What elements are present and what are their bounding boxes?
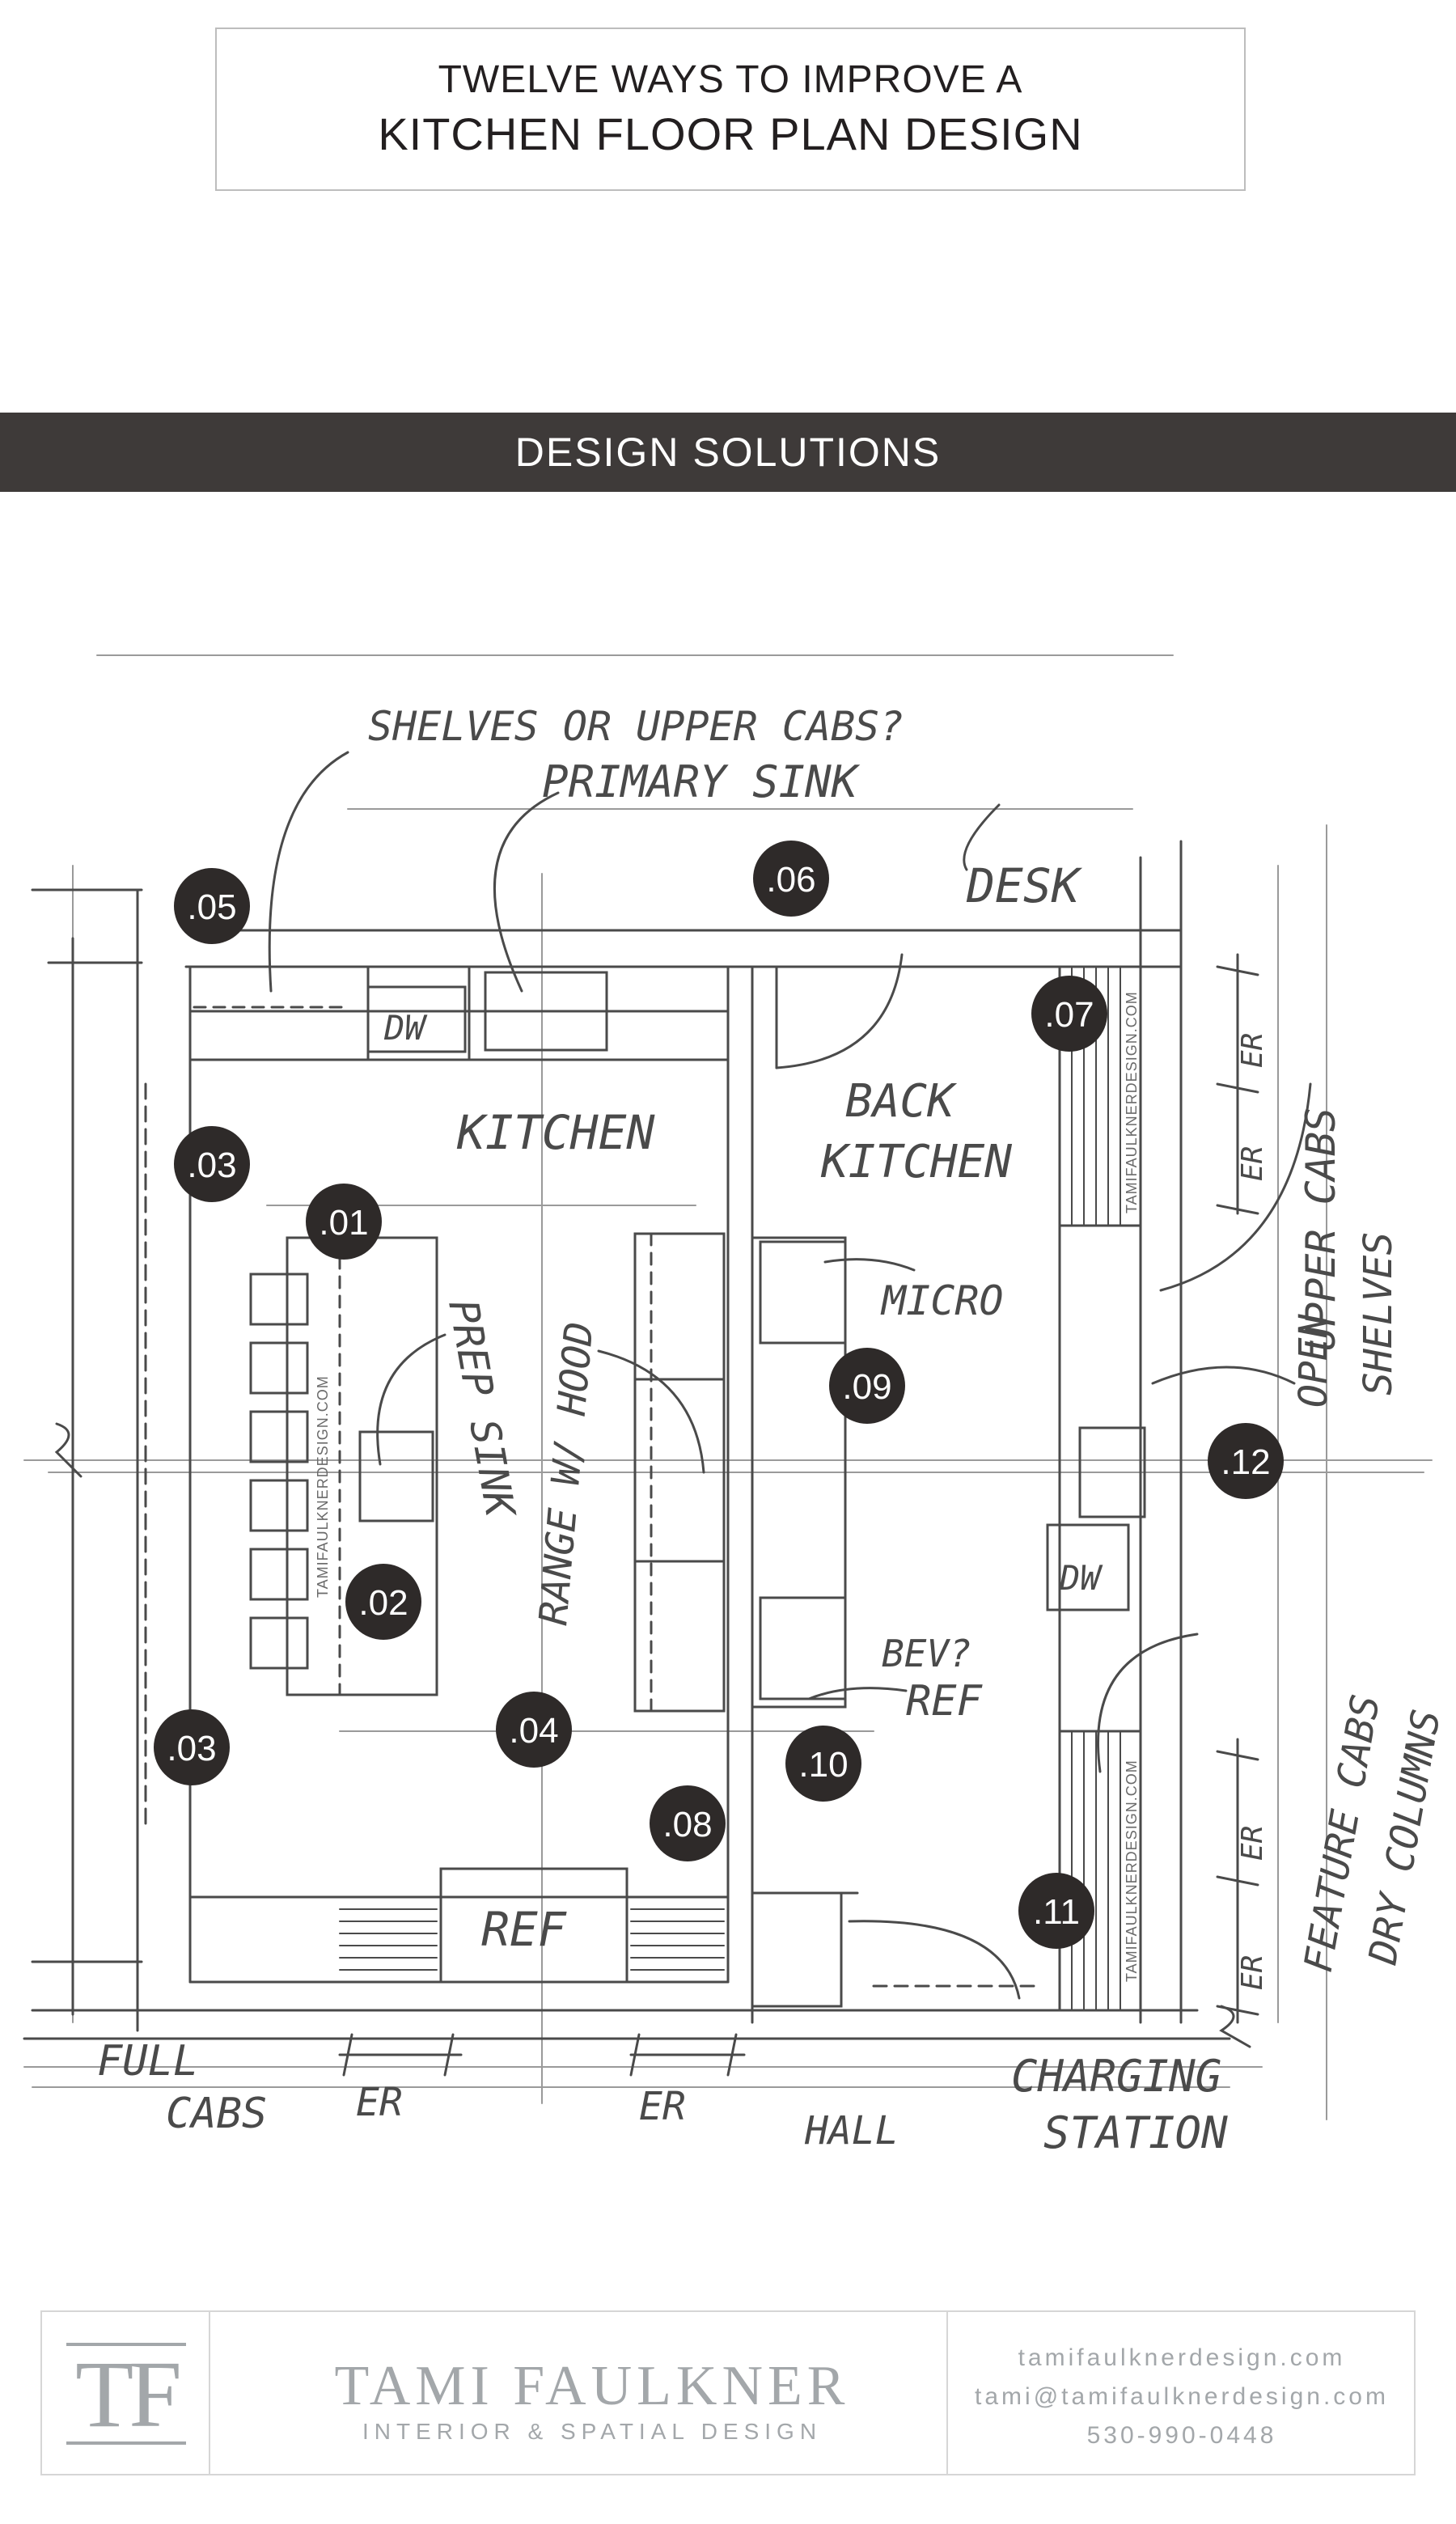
watermark-right-top: TAMIFAULKNERDESIGN.COM bbox=[1124, 991, 1140, 1213]
badge-06: .06 bbox=[753, 841, 829, 917]
label-full-cabs-1: FULL bbox=[97, 2037, 198, 2086]
watermark-right-bottom: TAMIFAULKNERDESIGN.COM bbox=[1124, 1760, 1140, 1982]
label-shelves: SHELVES OR UPPER CABS? bbox=[368, 703, 904, 750]
title-line-1: TWELVE WAYS TO IMPROVE A bbox=[438, 58, 1023, 101]
label-er-side-1: ER bbox=[1236, 1146, 1269, 1181]
svg-text:.02: .02 bbox=[358, 1583, 408, 1623]
badge-02: .02 bbox=[345, 1564, 421, 1640]
label-back-kitchen-2: KITCHEN bbox=[820, 1136, 1012, 1188]
floor-plan-sketch: SHELVES OR UPPER CABS? PRIMARY SINK DESK… bbox=[23, 654, 1450, 2158]
svg-text:.07: .07 bbox=[1044, 995, 1094, 1035]
section-band-label: DESIGN SOLUTIONS bbox=[514, 430, 942, 475]
badge-11: .11 bbox=[1018, 1873, 1094, 1949]
plan-lines bbox=[23, 654, 1433, 2120]
label-upper-cabs: UPPER CABS bbox=[1297, 1107, 1344, 1351]
label-open-shelves-1: OPEN bbox=[1291, 1313, 1336, 1408]
badge-08: .08 bbox=[650, 1785, 726, 1861]
svg-text:.08: .08 bbox=[662, 1805, 712, 1844]
label-bev-ref-1: BEV? bbox=[882, 1632, 971, 1675]
email-link[interactable]: tami@tamifaulknerdesign.com bbox=[975, 2383, 1389, 2410]
label-dw-right: DW bbox=[1059, 1558, 1103, 1598]
label-er-side-4: ER bbox=[1236, 1826, 1269, 1861]
svg-text:.01: .01 bbox=[319, 1203, 368, 1243]
svg-text:.09: .09 bbox=[842, 1367, 891, 1407]
label-desk: DESK bbox=[966, 858, 1083, 913]
section-band: DESIGN SOLUTIONS bbox=[0, 413, 1456, 492]
badge-09: .09 bbox=[829, 1348, 905, 1424]
footer: TF TAMI FAULKNER INTERIOR & SPATIAL DESI… bbox=[40, 2310, 1416, 2475]
tf-logo-icon: TF bbox=[63, 2336, 189, 2453]
label-primary-sink: PRIMARY SINK bbox=[542, 756, 861, 807]
footer-divider-2 bbox=[946, 2312, 948, 2474]
badge-01: .01 bbox=[306, 1184, 382, 1260]
svg-text:.12: .12 bbox=[1221, 1442, 1270, 1482]
label-prep-sink: PREP SINK bbox=[439, 1296, 524, 1523]
title-box: TWELVE WAYS TO IMPROVE A KITCHEN FLOOR P… bbox=[215, 28, 1246, 191]
svg-text:.03: .03 bbox=[167, 1729, 216, 1768]
svg-text:.06: .06 bbox=[766, 860, 815, 900]
label-hall: HALL bbox=[804, 2108, 899, 2153]
svg-text:.10: .10 bbox=[798, 1745, 848, 1785]
label-er-side-3: ER bbox=[1236, 1955, 1269, 1990]
svg-text:.05: .05 bbox=[187, 887, 236, 927]
svg-text:.11: .11 bbox=[1033, 1892, 1080, 1932]
label-charging-1: CHARGING bbox=[1011, 2051, 1221, 2102]
label-kitchen: KITCHEN bbox=[456, 1105, 656, 1160]
badge-05: .05 bbox=[174, 868, 250, 944]
badge-03-top: .03 bbox=[174, 1126, 250, 1202]
badge-03-bottom: .03 bbox=[154, 1709, 230, 1785]
label-charging-2: STATION bbox=[1043, 2107, 1228, 2158]
badge-04: .04 bbox=[496, 1692, 572, 1768]
svg-text:.03: .03 bbox=[187, 1146, 236, 1185]
badge-10: .10 bbox=[785, 1726, 861, 1802]
label-full-cabs-2: CABS bbox=[166, 2090, 267, 2138]
label-back-kitchen-1: BACK bbox=[845, 1075, 958, 1128]
label-er-1: ER bbox=[356, 2080, 403, 2125]
label-micro: MICRO bbox=[880, 1277, 1004, 1324]
badge-07: .07 bbox=[1031, 976, 1107, 1052]
svg-text:.04: .04 bbox=[509, 1711, 558, 1751]
badge-12: .12 bbox=[1208, 1423, 1284, 1499]
label-open-shelves-2: SHELVES bbox=[1356, 1232, 1401, 1395]
brand-subtitle: INTERIOR & SPATIAL DESIGN bbox=[362, 2419, 823, 2444]
label-bev-ref-2: REF bbox=[906, 1677, 984, 1726]
label-er-2: ER bbox=[639, 2084, 686, 2129]
watermark-island: TAMIFAULKNERDESIGN.COM bbox=[315, 1375, 331, 1598]
footer-divider-1 bbox=[209, 2312, 210, 2474]
title-line-2: KITCHEN FLOOR PLAN DESIGN bbox=[378, 108, 1083, 159]
phone-number[interactable]: 530-990-0448 bbox=[1086, 2422, 1277, 2449]
label-er-side-2: ER bbox=[1236, 1033, 1269, 1068]
brand-name: TAMI FAULKNER bbox=[334, 2355, 850, 2417]
label-ref: REF bbox=[481, 1902, 567, 1957]
label-dw-top: DW bbox=[383, 1008, 428, 1048]
website-link[interactable]: tamifaulknerdesign.com bbox=[1018, 2344, 1346, 2371]
